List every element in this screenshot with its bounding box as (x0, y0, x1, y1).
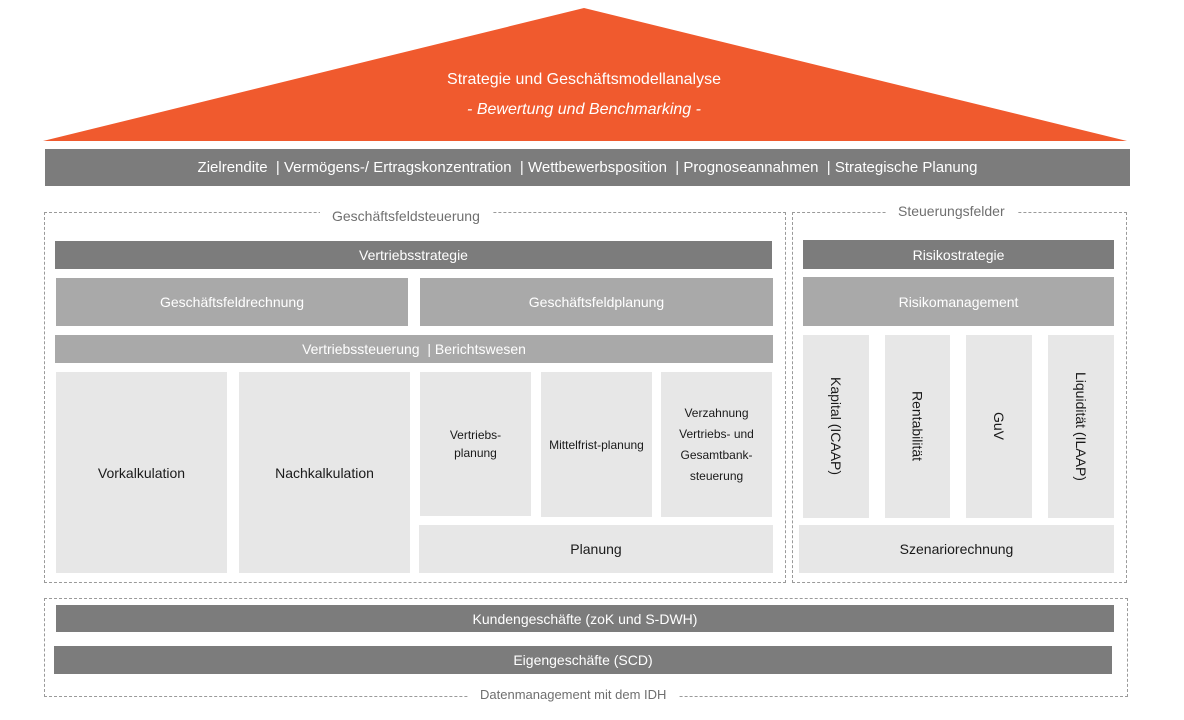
roof-title: Strategie und Geschäftsmodellanalyse (447, 71, 721, 88)
guv-label: GuV (991, 412, 1007, 441)
liquiditaet-box: Liquidität (ILAAP) (1048, 335, 1114, 518)
verzahnung-box: Verzahnung Vertriebs- und Gesamtbank- st… (661, 372, 772, 517)
planung-box: Planung (419, 525, 773, 573)
mittelfristplanung-box: Mittelfrist-planung (541, 372, 652, 517)
liquiditaet-label: Liquidität (ILAAP) (1073, 372, 1089, 481)
kapital-label: Kapital (ICAAP) (828, 377, 844, 476)
rentabilitaet-label: Rentabilität (909, 391, 926, 462)
nachkalkulation-box: Nachkalkulation (239, 372, 410, 573)
strategy-factors-bar: Zielrendite | Vermögens-/ Ertragskonzent… (45, 149, 1130, 186)
risikomanagement-box: Risikomanagement (803, 277, 1114, 326)
geschaeftsfeldrechnung-box: Geschäftsfeldrechnung (56, 278, 408, 326)
eigengeschaefte-bar: Eigengeschäfte (SCD) (54, 646, 1112, 674)
risikostrategie-box: Risikostrategie (803, 240, 1114, 269)
geschaeftsfeldplanung-box: Geschäftsfeldplanung (420, 278, 773, 326)
geschaeftsfeldsteuerung-legend: Geschäftsfeldsteuerung (320, 207, 492, 225)
rentabilitaet-box: Rentabilität (885, 335, 950, 518)
roof-subtitle: - Bewertung und Benchmarking - (467, 101, 701, 118)
guv-box: GuV (966, 335, 1032, 518)
vertriebsplanung-box: Vertriebs- planung (420, 372, 531, 516)
steuerungsfelder-legend: Steuerungsfelder (886, 202, 1017, 220)
vorkalkulation-box: Vorkalkulation (56, 372, 227, 573)
kundengeschaefte-bar: Kundengeschäfte (zoK und S-DWH) (56, 605, 1114, 632)
roof-triangle (43, 8, 1127, 141)
kapital-box: Kapital (ICAAP) (803, 335, 869, 518)
vertriebssteuerung-box: Vertriebssteuerung | Berichtswesen (55, 335, 773, 363)
datenmanagement-legend: Datenmanagement mit dem IDH (468, 686, 679, 704)
szenariorechnung-box: Szenariorechnung (799, 525, 1114, 573)
vertriebsstrategie-box: Vertriebsstrategie (55, 241, 772, 269)
